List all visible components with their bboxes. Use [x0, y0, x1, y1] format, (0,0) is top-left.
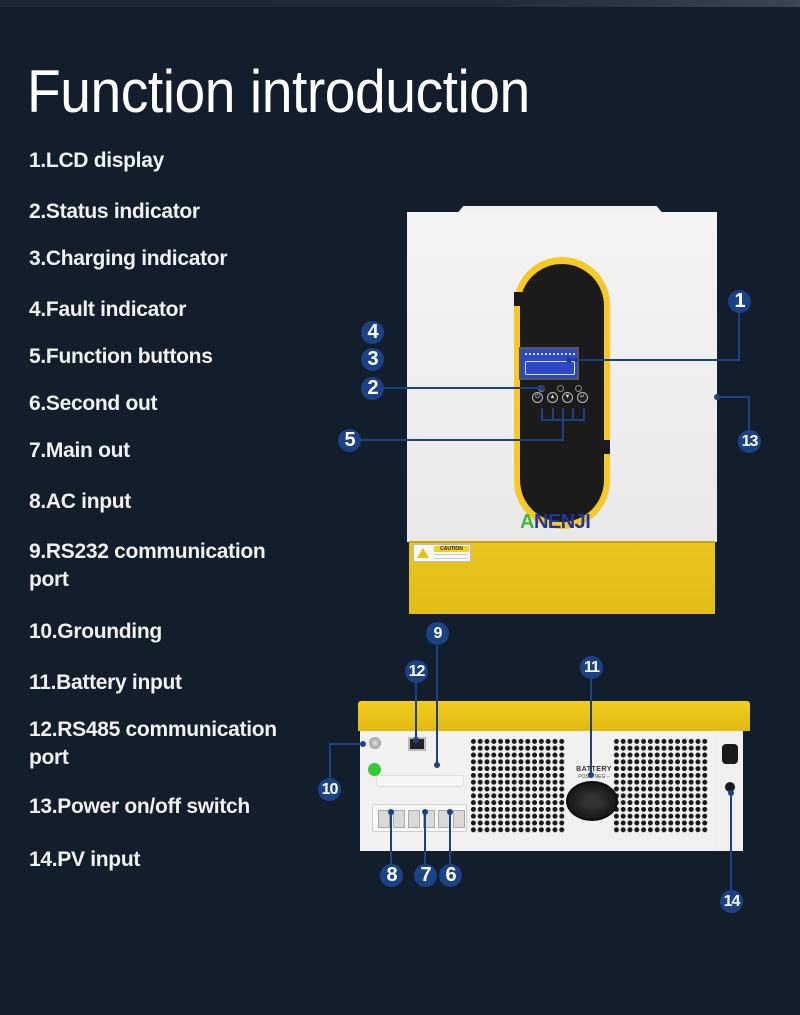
callout-badge-3: 3 [361, 348, 384, 371]
feature-item-main-out: 7.Main out [29, 439, 130, 462]
feature-item-second-out: 6.Second out [29, 392, 158, 415]
ac-terminal-block [372, 804, 467, 832]
rs485-port [408, 737, 426, 751]
second-out-terminal [438, 810, 450, 828]
esc-button[interactable]: ⏻ [532, 392, 543, 403]
enter-button[interactable]: ↵ [577, 392, 588, 403]
ac-input-terminal [378, 810, 390, 828]
callout-badge-1: 1 [728, 290, 751, 313]
pv-input-connector-2 [725, 782, 735, 792]
mounting-bracket [455, 206, 665, 216]
feature-item-lcd-display: 1.LCD display [29, 149, 164, 172]
callout-badge-12: 12 [405, 660, 428, 683]
callout-badge-9: 9 [426, 622, 449, 645]
fan-grille-right [613, 738, 709, 834]
lcd-flow-diagram [525, 361, 575, 375]
brand-logo: ANENJI [520, 511, 591, 533]
caution-label: CAUTION [413, 544, 471, 562]
inverter-bottom-yellow-cover [358, 701, 750, 731]
battery-input-grommet [566, 781, 618, 821]
status-indicator-led [538, 385, 545, 392]
feature-item-function-buttons: 5.Function buttons [29, 345, 213, 368]
fan-grille-left [470, 738, 566, 834]
callout-badge-11: 11 [580, 656, 603, 679]
battery-label: BATTERY [576, 766, 612, 773]
callout-badge-14: 14 [720, 890, 743, 913]
page-title: Function introduction [27, 58, 530, 125]
callout-badge-7: 7 [414, 864, 437, 887]
feature-item-rs485-port: 12.RS485 communication port [29, 716, 277, 772]
warning-triangle-icon [417, 548, 429, 558]
feature-item-battery-input: 11.Battery input [29, 671, 182, 694]
fault-indicator-led [575, 385, 582, 392]
feature-item-rs232-port: 9.RS232 communication port [29, 538, 266, 594]
callout-badge-2: 2 [361, 377, 384, 400]
up-button[interactable]: ▲ [547, 392, 558, 403]
battery-polarity-label: POS + NEG − [578, 774, 610, 780]
main-out-terminal [423, 810, 435, 828]
feature-label-line2: port [29, 746, 69, 769]
feature-item-pv-input: 14.PV input [29, 848, 141, 871]
feature-item-charging-indicator: 3.Charging indicator [29, 247, 228, 270]
green-reset-button[interactable] [368, 763, 381, 776]
feature-item-ac-input: 8.AC input [29, 490, 131, 513]
callout-badge-10: 10 [318, 778, 341, 801]
down-button[interactable]: ▼ [562, 392, 573, 403]
feature-item-grounding: 10.Grounding [29, 620, 162, 643]
callout-badge-8: 8 [380, 864, 403, 887]
feature-label-line1: 9.RS232 communication [29, 540, 266, 563]
feature-item-fault-indicator: 4.Fault indicator [29, 298, 187, 321]
feature-label-line2: port [29, 568, 69, 591]
second-out-terminal [453, 810, 465, 828]
top-gradient-bar [0, 0, 800, 7]
panel-notch-left [514, 292, 522, 306]
panel-notch-right [602, 440, 610, 454]
feature-item-power-switch: 13.Power on/off switch [29, 795, 250, 818]
wifi-rs232-port [376, 775, 464, 787]
lcd-segment-row [525, 353, 575, 357]
lcd-display [519, 347, 579, 380]
charging-indicator-led [557, 385, 564, 392]
callout-badge-13: 13 [738, 430, 761, 453]
pv-input-connector [722, 744, 738, 764]
callout-badge-5: 5 [338, 429, 361, 452]
callout-badge-6: 6 [439, 864, 462, 887]
main-out-terminal [408, 810, 420, 828]
grounding-screw [369, 737, 381, 749]
feature-item-status-indicator: 2.Status indicator [29, 200, 200, 223]
ac-input-terminal [393, 810, 405, 828]
feature-label-line1: 12.RS485 communication [29, 718, 277, 741]
callout-badge-4: 4 [361, 321, 384, 344]
